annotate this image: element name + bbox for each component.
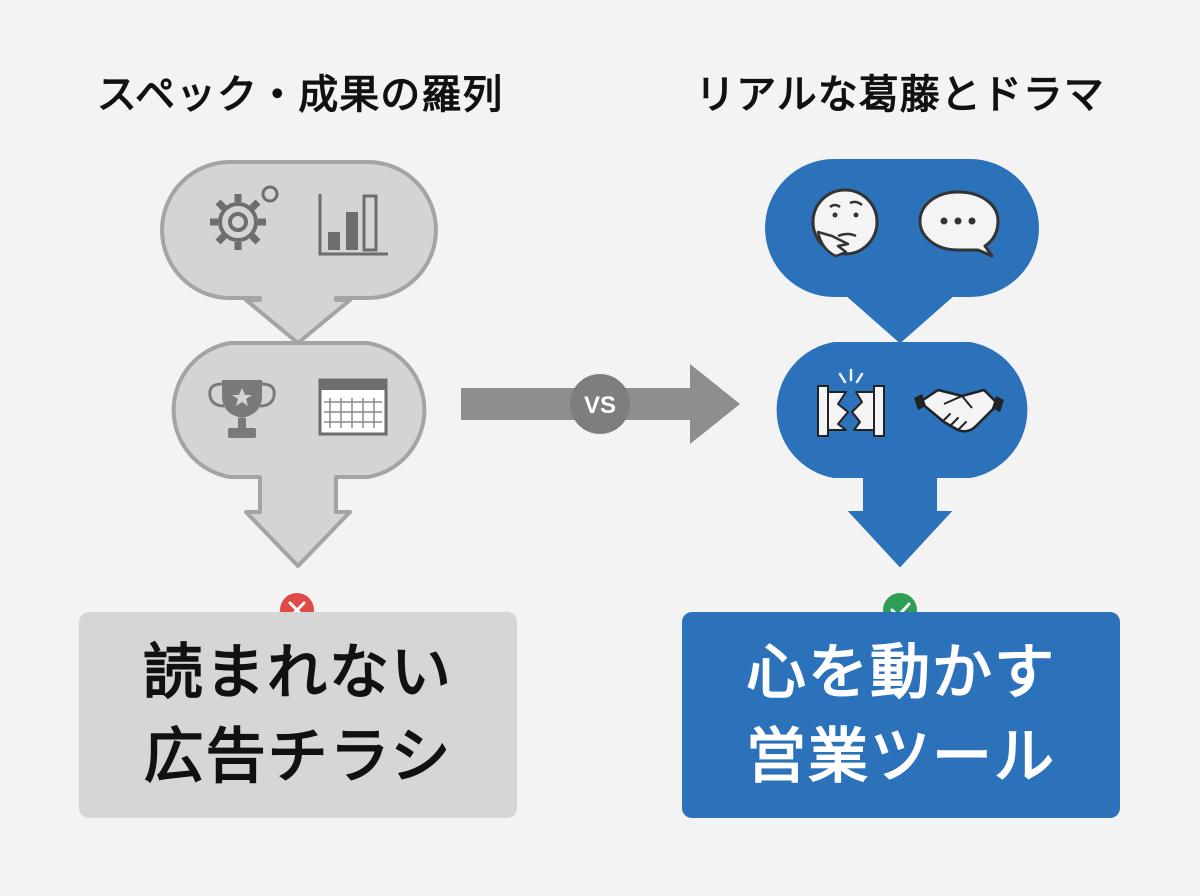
vs-arrow — [461, 364, 740, 444]
gear-icon — [210, 185, 279, 250]
broken-wall-icon — [817, 368, 885, 437]
right-top-pill — [765, 159, 1039, 344]
left-result-line2: 広告チラシ — [143, 722, 453, 792]
vs-label: VS — [584, 392, 616, 419]
handshake-icon — [914, 388, 1004, 433]
right-result-box: 心を動かす 営業ツール — [682, 612, 1120, 818]
left-result-box: 読まれない 広告チラシ — [79, 612, 517, 818]
bar-chart-icon — [318, 194, 388, 256]
left-middle-pill — [171, 341, 427, 568]
left-result-line1: 読まれない — [143, 638, 453, 708]
thinking-face-icon — [811, 188, 879, 258]
left-top-pill — [160, 160, 438, 345]
right-title: リアルな葛藤とドラマ — [695, 72, 1105, 118]
right-result-line1: 心を動かす — [746, 638, 1056, 708]
speech-bubble-icon — [918, 190, 1000, 258]
right-result-line2: 営業ツール — [746, 722, 1056, 792]
trophy-icon — [208, 380, 276, 438]
left-title: スペック・成果の羅列 — [96, 72, 504, 118]
right-middle-pill — [776, 342, 1028, 568]
calendar-icon — [318, 378, 388, 436]
right-flow — [765, 159, 1039, 627]
left-flow — [160, 160, 438, 627]
